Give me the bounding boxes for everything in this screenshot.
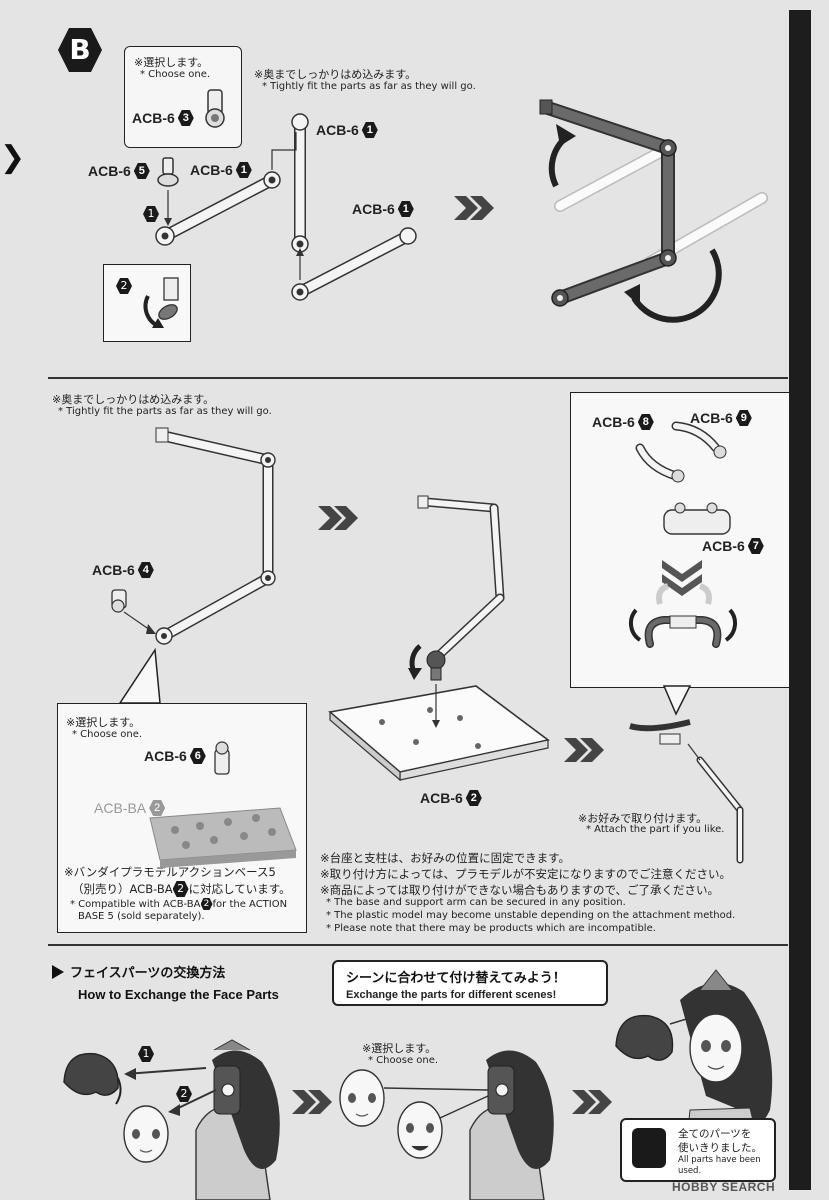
next-step-chevron-icon-3 <box>564 738 604 762</box>
note-jp-3: ※商品によっては取り付けができない場合もありますので、ご了承ください。 <box>320 883 720 897</box>
face-part-1-icon <box>123 1105 169 1163</box>
assembled-arm-rotating-icon <box>539 99 768 323</box>
face-part-option-a-icon <box>339 1069 385 1127</box>
note-en-3: * Please note that there may be products… <box>326 923 656 934</box>
step-2-marker: 2 <box>116 278 132 294</box>
all-parts-used-en-1: All parts have been <box>678 1155 761 1165</box>
section-divider-2 <box>48 944 788 946</box>
face-part-option-b-icon <box>397 1101 443 1159</box>
choose-one-jp-2: ※選択します。 <box>66 716 141 729</box>
all-parts-used-en-2: used. <box>678 1166 702 1176</box>
face-parts-title-en: How to Exchange the Face Parts <box>78 987 279 1002</box>
tight-fit-en-2: * Tightly fit the parts as far as they w… <box>58 406 272 417</box>
note-en-2: * The plastic model may become unstable … <box>326 910 736 921</box>
triangle-bullet-icon <box>52 964 64 979</box>
arm-part-1-vertical-icon <box>271 113 309 253</box>
hair-part-removed-icon <box>615 1014 674 1061</box>
choose-one-jp: ※選択します。 <box>134 56 209 69</box>
arm-part-1-icon <box>155 171 281 246</box>
face-step-2-marker: 2 <box>176 1086 192 1102</box>
choose-one-en-3: * Choose one. <box>368 1055 439 1066</box>
choose-one-en: * Choose one. <box>140 69 211 80</box>
tight-fit-jp: ※奥までしっかりはめ込みます。 <box>254 68 417 81</box>
step-1-marker: 1 <box>143 206 159 222</box>
page-continue-chevron-icon: ❯ <box>0 140 26 175</box>
section-badge: B <box>58 28 102 72</box>
face-step-1-marker: 1 <box>138 1046 154 1062</box>
part-3-peg-icon <box>205 89 225 128</box>
attach-if-like-jp: ※お好みで取り付けます。 <box>578 812 708 825</box>
all-parts-used-jp-2: 使いきりました。 <box>678 1142 762 1154</box>
assembled-arm-icon <box>155 427 276 645</box>
section-divider-1 <box>48 377 788 379</box>
part-5-peg-icon <box>157 157 179 226</box>
left-margin <box>0 0 14 1200</box>
scene-exchange-en: Exchange the parts for different scenes! <box>346 989 557 1001</box>
bandai-compat-en-2: BASE 5 (sold separately). <box>78 911 205 922</box>
tight-fit-jp-2: ※奥までしっかりはめ込みます。 <box>52 393 215 406</box>
stand-assembly-illustration <box>111 421 744 868</box>
face-parts-title-jp: フェイスパーツの交換方法 <box>70 966 226 981</box>
right-edge-bar <box>789 10 811 1190</box>
trash-can-icon <box>632 1128 666 1168</box>
tight-fit-en: * Tightly fit the parts as far as they w… <box>262 81 476 92</box>
figure-head-2-icon <box>469 1050 554 1200</box>
part-6-peg-icon <box>214 741 230 775</box>
note-jp-2: ※取り付け方によっては、プラモデルが不安定になりますのでご注意ください。 <box>320 867 731 881</box>
figure-head-1-icon <box>195 1039 280 1200</box>
bandai-compat-jp: ※バンダイプラモデルアクションベース5 <box>64 865 276 879</box>
watermark: HOBBY SEARCH <box>672 1180 776 1194</box>
note-en-1: * The base and support arm can be secure… <box>326 897 626 908</box>
attach-if-like-en: * Attach the part if you like. <box>586 824 725 835</box>
next-step-chevron-icon-5 <box>572 1090 612 1114</box>
scene-exchange-jp: シーンに合わせて付け替えてみよう！ <box>346 971 566 986</box>
next-step-chevron-icon <box>454 196 494 220</box>
arm-assembly-illustration <box>143 89 768 328</box>
stand-with-holder-icon <box>629 719 744 864</box>
action-base-5-icon <box>149 807 297 868</box>
next-step-chevron-icon-2 <box>318 506 358 530</box>
holder-parts-icon <box>628 421 738 648</box>
part-4-peg-icon <box>111 589 156 634</box>
scene-exchange-box: シーンに合わせて付け替えてみよう！ Exchange the parts for… <box>332 960 608 1006</box>
face-parts-header: フェイスパーツの交換方法 How to Exchange the Face Pa… <box>52 962 279 1002</box>
stand-on-base-icon <box>328 495 550 782</box>
choose-one-jp-3: ※選択します。 <box>362 1042 437 1055</box>
arm-part-1-lower-icon <box>291 227 417 301</box>
hair-part-icon <box>63 1052 122 1105</box>
choose-one-en-2: * Choose one. <box>72 729 143 740</box>
next-step-chevron-icon-4 <box>292 1090 332 1114</box>
note-jp-1: ※台座と支柱は、お好みの位置に固定できます。 <box>320 851 570 865</box>
rotate-peg-detail-icon <box>143 277 179 328</box>
all-parts-used-jp-1: 全てのパーツを <box>678 1128 752 1140</box>
